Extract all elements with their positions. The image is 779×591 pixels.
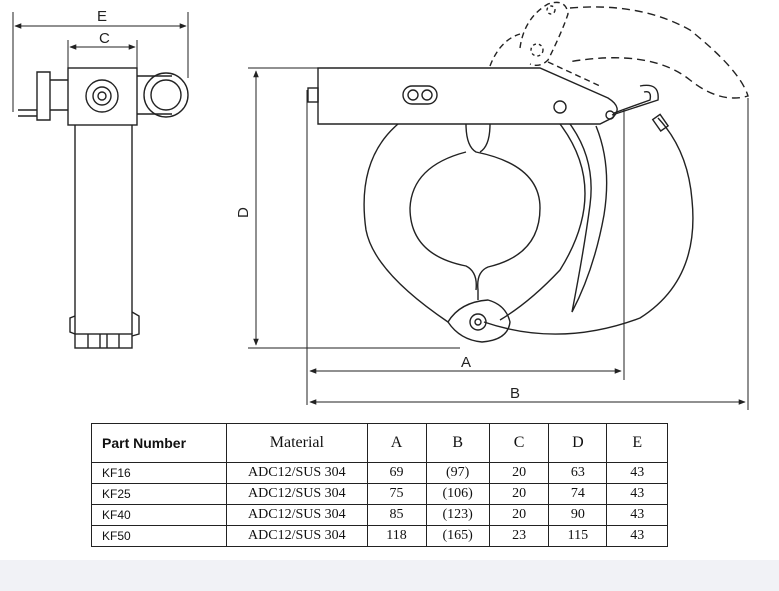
cell-a: 118 <box>366 525 427 547</box>
cell-c: 20 <box>488 483 550 505</box>
cell-e: 43 <box>606 462 668 484</box>
cell-a: 69 <box>366 462 427 484</box>
dim-b-label: B <box>510 385 520 402</box>
spec-table: Part Number Material A B C D E KF16 ADC1… <box>90 423 668 547</box>
cell-d: 63 <box>548 462 608 484</box>
cell-b: (106) <box>425 483 490 505</box>
dim-d-label: D <box>235 207 252 218</box>
cell-b: (97) <box>425 462 490 484</box>
dim-e-label: E <box>97 8 107 25</box>
cell-material: ADC12/SUS 304 <box>226 525 368 547</box>
cell-part-number: KF16 <box>90 462 228 484</box>
cell-b: (123) <box>425 504 490 526</box>
header-c: C <box>488 423 550 463</box>
cell-material: ADC12/SUS 304 <box>226 483 368 505</box>
cell-part-number: KF40 <box>90 504 228 526</box>
technical-drawing: E C <box>12 1 749 410</box>
header-b: B <box>425 423 490 463</box>
side-view <box>12 12 189 349</box>
header-e: E <box>606 423 668 463</box>
cell-d: 115 <box>548 525 608 547</box>
cell-c: 20 <box>488 504 550 526</box>
cell-part-number: KF25 <box>90 483 228 505</box>
cell-c: 23 <box>488 525 550 547</box>
cell-c: 20 <box>488 462 550 484</box>
cell-material: ADC12/SUS 304 <box>226 504 368 526</box>
cell-e: 43 <box>606 483 668 505</box>
cell-e: 43 <box>606 504 668 526</box>
table-header-row: Part Number Material A B C D E <box>90 423 668 463</box>
cell-e: 43 <box>606 525 668 547</box>
cell-d: 74 <box>548 483 608 505</box>
cell-d: 90 <box>548 504 608 526</box>
header-a: A <box>366 423 427 463</box>
header-material: Material <box>226 423 368 463</box>
dim-c-label: C <box>99 30 110 47</box>
footer-band <box>0 560 779 591</box>
cell-b: (165) <box>425 525 490 547</box>
table-row: KF50 ADC12/SUS 304 118 (165) 23 115 43 <box>90 525 668 547</box>
dim-a-label: A <box>461 354 471 371</box>
cell-a: 85 <box>366 504 427 526</box>
cell-material: ADC12/SUS 304 <box>226 462 368 484</box>
header-d: D <box>548 423 608 463</box>
table-row: KF25 ADC12/SUS 304 75 (106) 20 74 43 <box>90 483 668 505</box>
header-part-number: Part Number <box>90 423 228 463</box>
cell-part-number: KF50 <box>90 525 228 547</box>
table-row: KF16 ADC12/SUS 304 69 (97) 20 63 43 <box>90 462 668 484</box>
table-row: KF40 ADC12/SUS 304 85 (123) 20 90 43 <box>90 504 668 526</box>
cell-a: 75 <box>366 483 427 505</box>
front-view <box>248 1 749 410</box>
